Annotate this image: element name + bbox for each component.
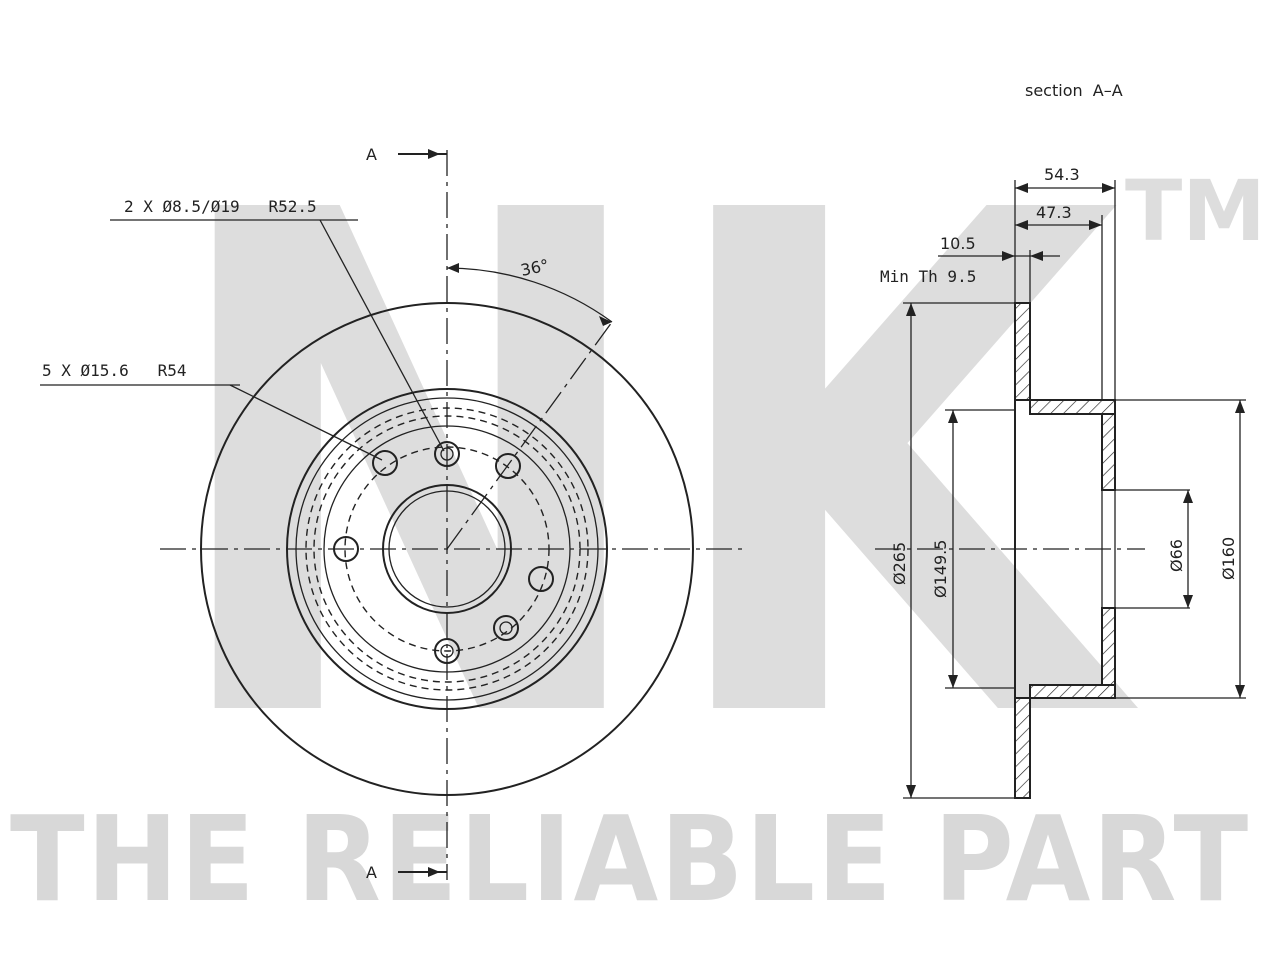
dim-outer-label: Ø265 [890,542,909,585]
watermark-trademark: TM [1125,162,1266,260]
angle-arrow-right [599,316,612,326]
dim-bore-arrow-bottom [1183,595,1193,608]
section-marker-top-label: A [366,145,377,164]
dim-inner-label: Ø149.5 [931,540,950,598]
section-ring-upper [1014,302,1031,401]
bolt-holes-label: 2 X Ø8.5/Ø19 R52.5 [124,197,317,216]
section-view: section A–A Ø265 Ø149.5 [875,81,1246,799]
bolt-hole-top-outer [434,441,460,467]
dim-thickness-arrow-left [1002,251,1015,261]
dim-inner-arrow-top [948,410,958,423]
section-hat-face-upper [1101,413,1116,491]
bolt-hole-top-inner [440,447,454,461]
dim-bore-arrow-top [1183,490,1193,503]
wheel-holes-leader-diagonal [229,384,383,461]
wheel-hole-3 [333,536,359,562]
bolt-circle-dashed [344,446,550,652]
hat-hidden-ring-2 [313,415,581,683]
min-thickness-label: Min Th 9.5 [880,267,976,286]
disc-outer-edge [200,302,694,796]
bolt-hole-right-inner [499,621,513,635]
dim-total-depth-label: 54.3 [1044,165,1080,184]
bolt-hole-bottom-outer [434,638,460,664]
section-hat-lower-wall [1029,684,1116,699]
section-marker-bottom-label: A [366,863,377,882]
wheel-hole-1 [372,450,398,476]
dim-bore-label: Ø66 [1167,539,1186,572]
dim-total-depth-arrow-right [1102,183,1115,193]
center-bore [382,484,512,614]
wheel-holes-label: 5 X Ø15.6 R54 [42,361,187,380]
angle-arc [446,267,613,323]
dim-thickness-label: 10.5 [940,234,976,253]
friction-ring-inner-edge [286,388,608,710]
dim-hat-depth-label: 47.3 [1036,203,1072,222]
dim-inner-arrow-bottom [948,675,958,688]
dim-hat-depth-arrow-left [1015,220,1028,230]
wheel-hole-5 [493,615,519,641]
angle-arrow-left [447,263,459,273]
section-ring-lower [1014,697,1031,799]
section-marker-top-arrow [428,149,440,159]
dim-total-depth-arrow-left [1015,183,1028,193]
dim-hat-depth-arrow-right [1089,220,1102,230]
section-title: section A–A [1025,81,1123,100]
bolt-holes-leader-diagonal [319,219,445,452]
section-hat-face-lower [1101,607,1116,686]
dim-hat-arrow-top [1235,400,1245,413]
dim-outer-arrow-bottom [906,785,916,798]
dim-outer-arrow-top [906,303,916,316]
hat-outer-ring [295,397,599,701]
section-hat-upper-wall [1029,399,1116,415]
hat-face-ring [323,425,571,673]
watermark-brand: NK [160,68,1142,871]
dim-hat-label: Ø160 [1219,537,1238,580]
watermark-tagline: THE RELIABLE PART [10,790,1250,928]
wheel-hole-2 [495,453,521,479]
bolt-hole-bottom-inner [440,644,454,658]
dim-thickness-arrow-right [1030,251,1043,261]
dim-hat-arrow-bottom [1235,685,1245,698]
hat-hidden-ring-1 [305,407,589,691]
wheel-hole-4 [528,566,554,592]
angle-construction-line [446,321,613,550]
center-bore-chamfer [388,490,506,608]
section-marker-bottom-arrow [428,867,440,877]
watermark: NK TM THE RELIABLE PART [10,68,1266,928]
front-view: 36° 2 X Ø8.5/Ø19 R52.5 5 X Ø15.6 R54 A A [40,145,748,882]
